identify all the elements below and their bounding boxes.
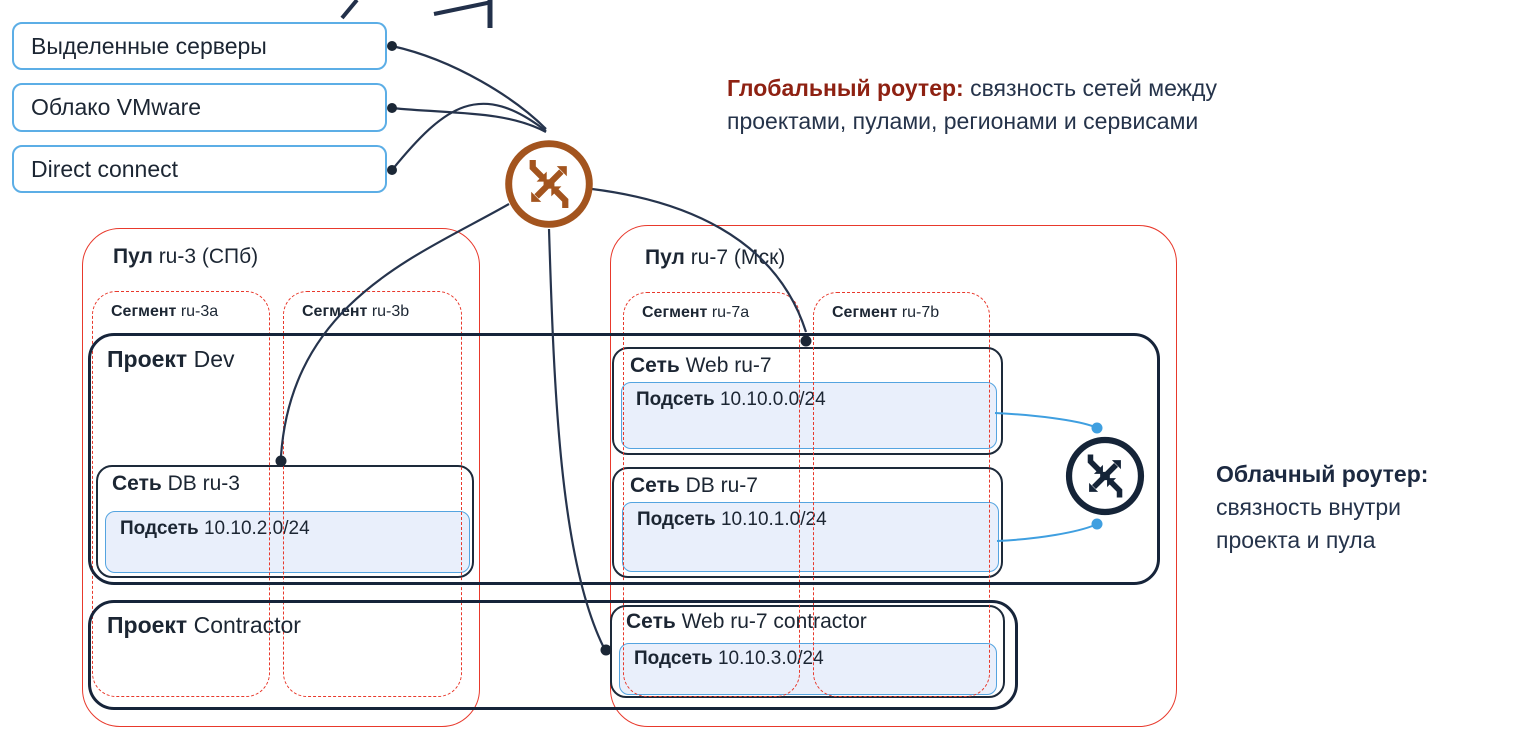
segment-label: Сегмент ru-7a (642, 304, 750, 321)
source-box-direct-connect: Direct connect (12, 145, 387, 193)
global-router-icon (509, 144, 590, 225)
network-web-ru-7: Сеть Web ru-7 Подсеть 10.10.0.0/24 (612, 347, 1003, 455)
segment-ru-7b: Сегмент ru-7b (813, 292, 990, 697)
subnet-label: Подсеть 10.10.1.0/24 (637, 509, 827, 530)
link-direct-connect-to-global-router (391, 102, 547, 171)
annotation-line: Глобальный роутер: связность сетей между (727, 75, 1217, 101)
link-dedicated-to-global-router (391, 44, 547, 130)
segment-ru-3a: Сегмент ru-3a (92, 291, 270, 697)
segment-label: Сегмент ru-3b (302, 303, 410, 320)
project-contractor: Проект Contractor (88, 600, 1018, 710)
global-router-annotation: Глобальный роутер: связность сетей между… (727, 72, 1217, 138)
cloud-router-title: Облачный роутер: (1216, 461, 1429, 487)
network-label: Сеть DB ru-3 (112, 472, 240, 495)
source-label: Direct connect (31, 155, 179, 182)
pool-label: Пул ru-7 (Мск) (645, 246, 786, 269)
project-label: Проект Dev (107, 346, 235, 372)
network-label: Сеть Web ru-7 (630, 354, 772, 377)
link-vmware-to-global-router (391, 106, 547, 133)
network-db-ru-7: Сеть DB ru-7 Подсеть 10.10.1.0/24 (612, 467, 1003, 578)
subnet-10-10-3-0: Подсеть 10.10.3.0/24 (619, 643, 997, 695)
annotation-line: проектами, пулами, регионами и сервисами (727, 108, 1199, 134)
network-label: Сеть Web ru-7 contractor (626, 610, 867, 633)
global-router-title: Глобальный роутер: (727, 75, 964, 101)
source-box-vmware-cloud: Облако VMware (12, 83, 387, 132)
pool-ru-3: Пул ru-3 (СПб) (82, 228, 480, 727)
cloud-router-annotation: Облачный роутер: связность внутри проект… (1216, 458, 1428, 557)
segment-label: Сегмент ru-3a (111, 303, 219, 320)
source-label: Выделенные серверы (31, 32, 267, 59)
segment-label: Сегмент ru-7b (832, 304, 940, 321)
annotation-line: связность внутри (1216, 494, 1401, 520)
network-web-ru-7-contractor: Сеть Web ru-7 contractor Подсеть 10.10.3… (610, 605, 1005, 698)
network-label: Сеть DB ru-7 (630, 474, 758, 497)
source-label: Облако VMware (31, 94, 202, 120)
annotation-line: проекта и пула (1216, 527, 1376, 553)
source-box-dedicated-servers: Выделенные серверы (12, 22, 387, 70)
project-dev: Проект Dev (88, 333, 1160, 585)
subnet-label: Подсеть 10.10.3.0/24 (634, 648, 824, 669)
subnet-10-10-2-0: Подсеть 10.10.2.0/24 (105, 511, 470, 573)
subnet-10-10-1-0: Подсеть 10.10.1.0/24 (622, 502, 999, 572)
pool-label: Пул ru-3 (СПб) (113, 245, 259, 268)
project-label: Проект Contractor (107, 612, 301, 638)
